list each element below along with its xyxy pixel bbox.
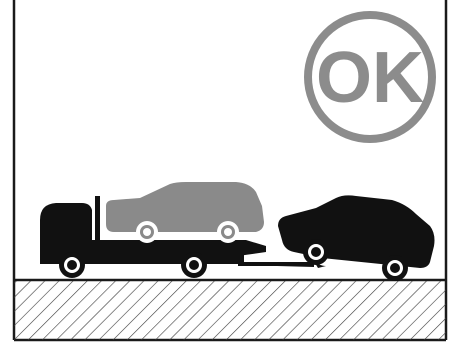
ok-badge-icon: OK [308,15,432,139]
towed-car-icon [278,195,435,281]
ground [14,280,446,340]
carried-car-icon [106,182,264,243]
ok-badge-text: OK [316,38,424,118]
